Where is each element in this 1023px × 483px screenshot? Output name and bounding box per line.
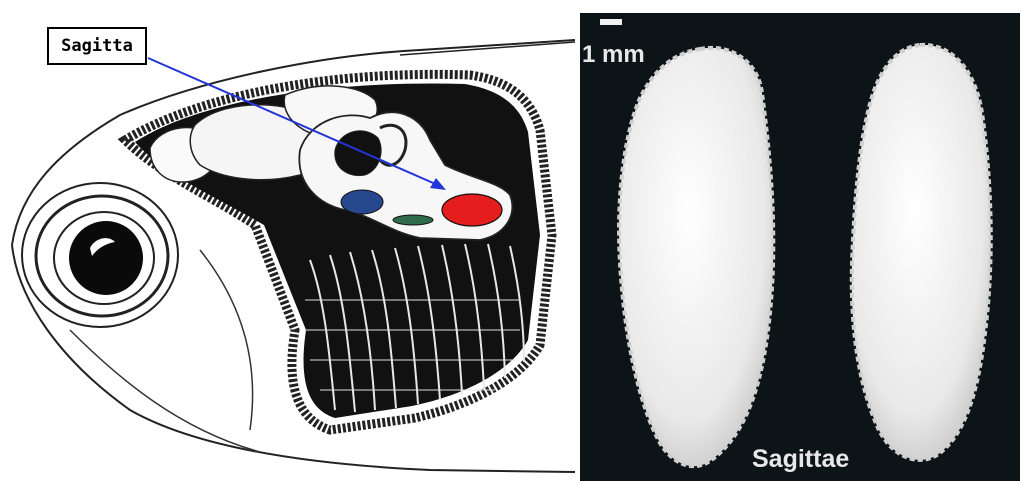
operculum-line [200,250,253,430]
otolith-photo-graphic [580,13,1020,481]
eye [22,183,178,327]
fish-head-drawing: Sagitta [0,0,575,483]
lapillus-otolith [341,190,383,214]
lower-jaw-line [70,330,260,452]
photo-caption: Sagittae [752,445,849,474]
sagitta-otolith [442,194,502,226]
left-sagitta-otolith [619,48,773,466]
fish-head-illustration [0,0,575,483]
semicircular-canal [335,131,381,176]
right-sagitta-otolith [852,45,991,460]
scale-bar [600,19,622,25]
pupil [69,221,143,295]
otolith-photo: 1 mm Sagittae [580,13,1020,481]
callout-label: Sagitta [61,36,133,56]
leader-line [400,42,575,55]
asteriscus-otolith [393,215,433,225]
scale-label: 1 mm [582,41,645,69]
sagitta-callout: Sagitta [47,27,147,65]
